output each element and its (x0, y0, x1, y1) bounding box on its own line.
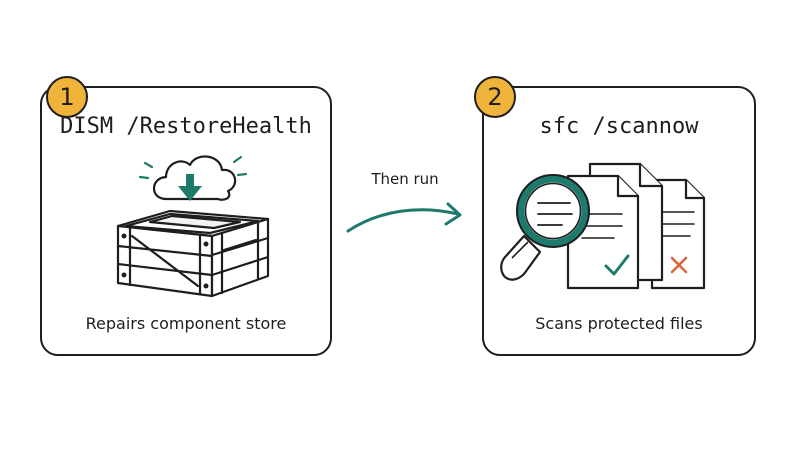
step-1-number-badge: 1 (46, 76, 88, 118)
cross-icon (670, 256, 688, 274)
connector-arrow (346, 202, 462, 233)
step-1-command: DISM /RestoreHealth (60, 114, 312, 139)
step-2-command: sfc /scannow (539, 114, 699, 139)
crate-icon (116, 209, 270, 298)
step-1-caption: Repairs component store (85, 314, 287, 333)
documents-icon (566, 162, 706, 290)
cloud-download-icon (138, 155, 248, 201)
step-2-number-badge: 2 (474, 76, 516, 118)
checkmark-icon (604, 254, 630, 276)
step-2-caption: Scans protected files (535, 314, 703, 333)
download-arrow-icon (178, 174, 202, 201)
connector-label: Then run (371, 170, 439, 188)
magnifier-icon (500, 174, 590, 281)
